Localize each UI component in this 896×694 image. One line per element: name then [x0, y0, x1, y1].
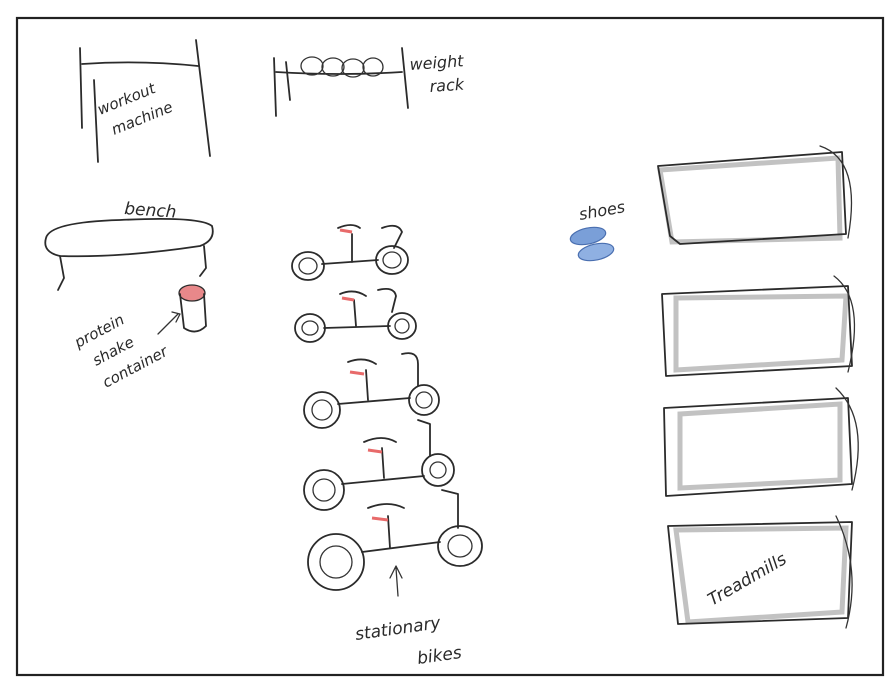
- up-arrow-icon: [389, 565, 403, 597]
- treadmills-label: Treadmills: [705, 549, 791, 610]
- weight-rack: weight rack: [273, 47, 465, 117]
- treadmill: [667, 515, 853, 629]
- weight-plate: [300, 56, 324, 76]
- stationary-bike: [294, 287, 417, 343]
- stationary-bikes: stationary bikes: [291, 224, 483, 669]
- weight-rack-label-line1: weight: [409, 51, 465, 74]
- stationary-bike: [307, 489, 483, 591]
- shoe: [569, 226, 607, 246]
- bench: bench: [44, 199, 214, 291]
- shoes-label: shoes: [577, 197, 626, 224]
- treadmill: [661, 275, 856, 377]
- shoes: shoes: [569, 197, 626, 262]
- workout-machine: workout machine: [79, 39, 211, 163]
- stationary-bike: [291, 224, 409, 281]
- weight-plate: [341, 58, 365, 78]
- treadmills: Treadmills: [657, 145, 859, 629]
- bikes-label-line1: stationary: [354, 613, 443, 645]
- bench-label: bench: [124, 199, 177, 223]
- shoe: [577, 242, 615, 262]
- weight-rack-label-line2: rack: [429, 75, 465, 96]
- bikes-label-line2: bikes: [416, 643, 463, 669]
- protein-shake-container: protein shake container: [71, 284, 207, 392]
- stationary-bike: [303, 419, 455, 511]
- container-lid: [178, 284, 206, 302]
- treadmill: [663, 387, 859, 497]
- stationary-bike: [303, 352, 440, 429]
- weight-plate: [362, 57, 384, 77]
- weight-plate: [321, 57, 345, 77]
- page-border: [15, 16, 885, 677]
- treadmill: [657, 145, 853, 245]
